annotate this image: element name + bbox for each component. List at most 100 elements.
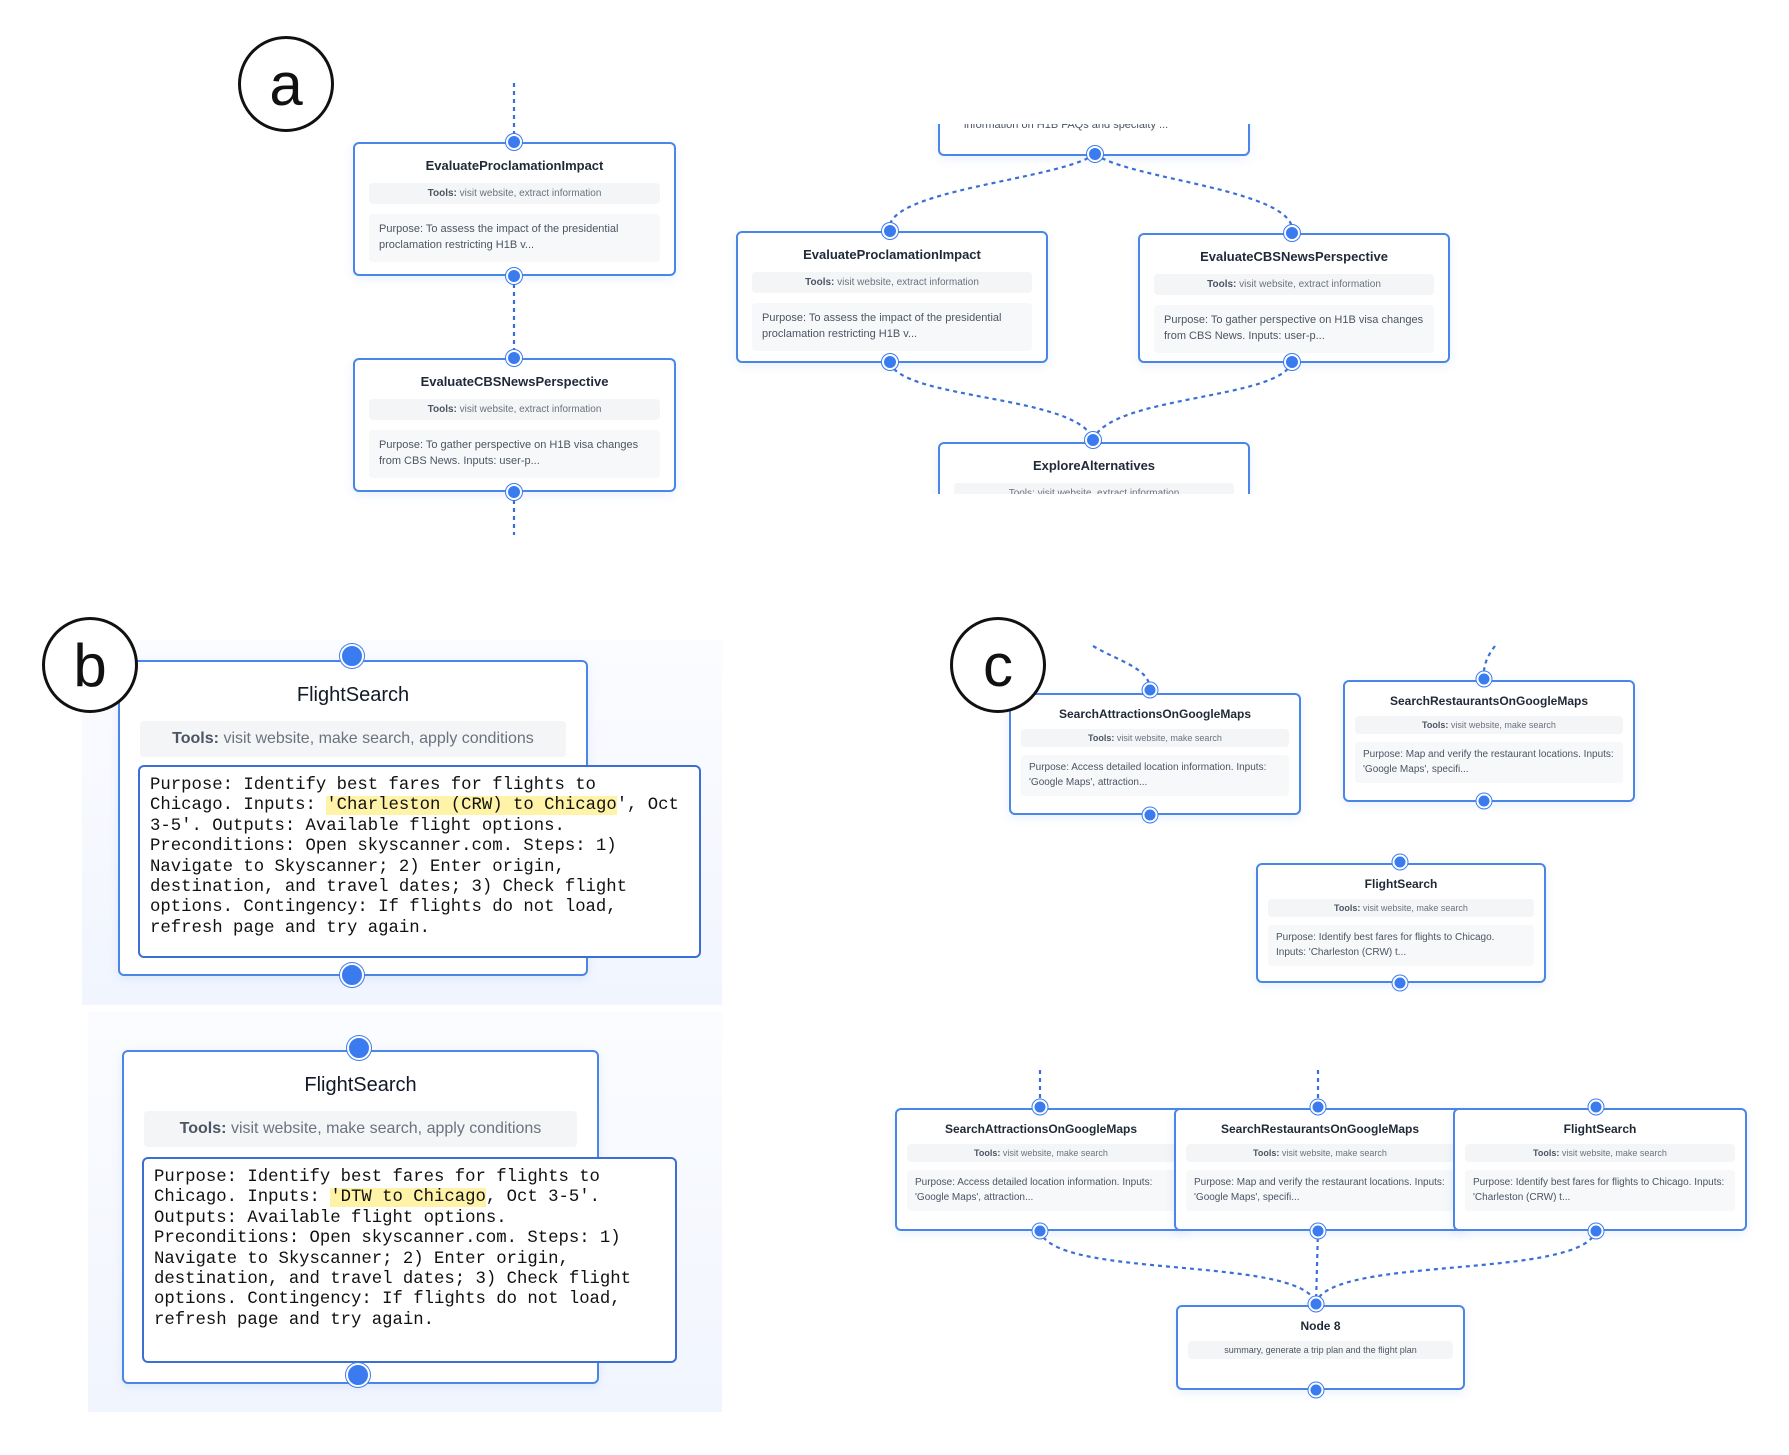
node-title: EvaluateCBSNewsPerspective — [420, 374, 609, 389]
tools-value: visit website, make search — [1002, 1148, 1108, 1158]
panel-a-right-viewport: information on H1B FAQs and specialty ..… — [720, 124, 1520, 494]
node-tools: Tools: visit website, make search — [1268, 899, 1534, 917]
node-purpose: information on H1B FAQs and specialty ..… — [954, 124, 1234, 136]
node-tools: Tools: visit website, extract informatio… — [954, 483, 1234, 494]
node-title: EvaluateProclamationImpact — [803, 247, 981, 262]
connection-port[interactable] — [346, 1363, 370, 1387]
panel-label-c: c — [950, 617, 1046, 713]
tools-value: visit website, make search, apply condit… — [223, 730, 534, 747]
panel-label-b: b — [42, 617, 138, 713]
node-title: EvaluateCBSNewsPerspective — [1200, 249, 1388, 264]
connection-port[interactable] — [506, 350, 522, 366]
connection-port[interactable] — [340, 644, 364, 668]
node-purpose: Purpose: Identify best fares for flights… — [1465, 1170, 1735, 1211]
tools-label: Tools: — [805, 277, 835, 288]
connection-port[interactable] — [506, 134, 522, 150]
connection-port[interactable] — [1310, 1099, 1326, 1115]
tools-label: Tools: — [1207, 279, 1237, 290]
node-tools: Tools: visit website, make search — [1186, 1144, 1454, 1162]
tools-label: Tools: — [1088, 733, 1115, 743]
tools-label: Tools: — [1533, 1148, 1560, 1158]
panel-label-a: a — [238, 36, 334, 132]
tools-label: Tools: — [179, 1120, 227, 1137]
tools-value: visit website, make search, apply condit… — [230, 1120, 542, 1137]
edge-c-join-3 — [1314, 1229, 1598, 1304]
node-evaluate-proclamation-impact[interactable]: EvaluateProclamationImpact Tools: visit … — [353, 142, 676, 276]
tools-value: visit website, extract information — [459, 404, 602, 415]
connection-port[interactable] — [1588, 1223, 1604, 1239]
tools-value: visit website, make search — [1362, 903, 1468, 913]
tools-label: Tools: — [172, 730, 219, 747]
tools-value: visit website, make search — [1561, 1148, 1667, 1158]
connection-port[interactable] — [1087, 146, 1103, 162]
node-tools: Tools: visit website, make search — [1465, 1144, 1735, 1162]
purpose-text-rest: , Oct 3-5'. Outputs: Available flight op… — [154, 1188, 632, 1330]
connection-port[interactable] — [1476, 793, 1492, 809]
purpose-text: Purpose: Identify best fares for flights… — [154, 1168, 600, 1208]
purpose-text: Purpose: Identify best fares for flights… — [150, 776, 596, 816]
highlighted-input: 'DTW to Chicago — [330, 1188, 486, 1208]
node-flight-search[interactable]: FlightSearch Tools: visit website, make … — [1453, 1108, 1747, 1231]
node-tools: Tools: visit website, make search — [1355, 716, 1623, 734]
connection-port[interactable] — [1476, 671, 1492, 687]
tools-value: visit website, extract information — [1239, 279, 1381, 290]
tools-value: visit website, extract information — [459, 188, 602, 199]
node-title: SearchRestaurantsOnGoogleMaps — [1389, 694, 1589, 708]
node-purpose: Purpose: Map and verify the restaurant l… — [1186, 1170, 1454, 1211]
node-purpose: Purpose: Access detailed location inform… — [1021, 755, 1289, 796]
tools-value: visit website, make search — [1450, 720, 1556, 730]
connection-port[interactable] — [1032, 1223, 1048, 1239]
connection-port[interactable] — [882, 223, 898, 239]
purpose-text-rest: ', Oct 3-5'. Outputs: Available flight o… — [150, 796, 679, 938]
panel-label-b-text: b — [73, 631, 107, 699]
node-evaluate-proclamation-impact[interactable]: EvaluateProclamationImpact Tools: visit … — [736, 231, 1048, 363]
node-title: Node 8 — [1300, 1319, 1341, 1333]
tools-label: Tools: — [1253, 1148, 1280, 1158]
node-evaluate-cbs-news-perspective[interactable]: EvaluateCBSNewsPerspective Tools: visit … — [353, 358, 676, 492]
tools-value: visit website, extract information — [837, 277, 979, 288]
connection-port[interactable] — [1284, 354, 1300, 370]
connection-port[interactable] — [1308, 1296, 1324, 1312]
connection-port[interactable] — [340, 963, 364, 987]
node-search-restaurants[interactable]: SearchRestaurantsOnGoogleMaps Tools: vis… — [1174, 1108, 1466, 1231]
node-8[interactable]: Node 8 summary, generate a trip plan and… — [1176, 1305, 1465, 1390]
tools-value: visit website, make search — [1116, 733, 1222, 743]
tools-label: Tools: — [427, 404, 457, 415]
node-tools: Tools: visit website, extract informatio… — [369, 399, 660, 420]
connection-port[interactable] — [1085, 432, 1101, 448]
node-tools: Tools: visit website, make search — [1021, 729, 1289, 747]
node-tools: Tools: visit website, extract informatio… — [369, 183, 660, 204]
node-tools: Tools: visit website, make search, apply… — [140, 721, 566, 757]
edge-c-join-1 — [1038, 1229, 1318, 1304]
purpose-editor[interactable]: Purpose: Identify best fares for flights… — [142, 1157, 677, 1363]
connection-port[interactable] — [1310, 1223, 1326, 1239]
connection-port[interactable] — [347, 1036, 371, 1060]
node-purpose: Purpose: To assess the impact of the pre… — [752, 303, 1032, 351]
edge-c-in-attractions — [1092, 645, 1152, 691]
connection-port[interactable] — [1032, 1099, 1048, 1115]
node-search-attractions[interactable]: SearchAttractionsOnGoogleMaps Tools: vis… — [895, 1108, 1187, 1231]
connection-port[interactable] — [1142, 682, 1158, 698]
node-tools: Tools: visit website, extract informatio… — [1154, 274, 1434, 295]
connection-port[interactable] — [1392, 975, 1408, 991]
connection-port[interactable] — [1142, 807, 1158, 823]
node-title: FlightSearch — [304, 1074, 417, 1096]
purpose-editor[interactable]: Purpose: Identify best fares for flights… — [138, 765, 701, 958]
node-purpose: Purpose: Map and verify the restaurant l… — [1355, 742, 1623, 783]
node-evaluate-cbs-news-perspective[interactable]: EvaluateCBSNewsPerspective Tools: visit … — [1138, 233, 1450, 363]
node-purpose: Purpose: Access detailed location inform… — [907, 1170, 1175, 1211]
edge-c-join-2 — [1314, 1229, 1320, 1304]
node-search-attractions[interactable]: SearchAttractionsOnGoogleMaps Tools: vis… — [1009, 693, 1301, 815]
connection-port[interactable] — [506, 484, 522, 500]
node-title: FlightSearch — [1563, 1122, 1637, 1136]
node-search-restaurants[interactable]: SearchRestaurantsOnGoogleMaps Tools: vis… — [1343, 680, 1635, 802]
node-flight-search[interactable]: FlightSearch Tools: visit website, make … — [1256, 863, 1546, 983]
connection-port[interactable] — [1308, 1382, 1324, 1398]
node-explore-alternatives[interactable]: ExploreAlternatives Tools: visit website… — [938, 442, 1250, 494]
node-tools: Tools: visit website, make search — [907, 1144, 1175, 1162]
connection-port[interactable] — [1588, 1099, 1604, 1115]
connection-port[interactable] — [1284, 225, 1300, 241]
connection-port[interactable] — [882, 354, 898, 370]
connection-port[interactable] — [1392, 854, 1408, 870]
connection-port[interactable] — [506, 268, 522, 284]
